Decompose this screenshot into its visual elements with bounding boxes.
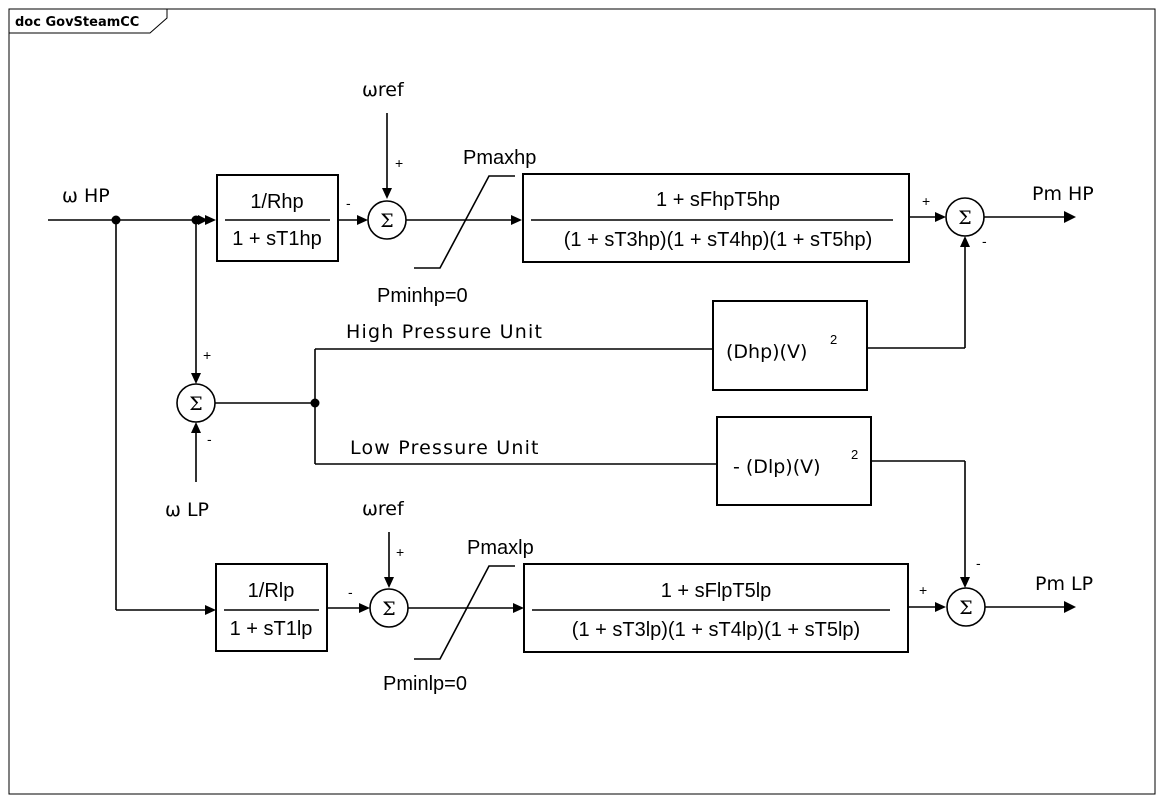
diagram-frame [8, 8, 1156, 795]
dlp-exponent: 2 [851, 447, 858, 462]
hp-summer-plus-sign: + [395, 155, 403, 171]
hp-turbine-denominator: (1 + sT3hp)(1 + sT4hp)(1 + sT5hp) [564, 229, 872, 251]
frame-title: doc GovSteamCC [15, 15, 139, 30]
pminlp-label: Pminlp=0 [383, 673, 467, 695]
pminhp-label: Pminhp=0 [377, 285, 468, 307]
lp-turbine-numerator: 1 + sFlpT5lp [661, 580, 772, 602]
dlp-text: - (Dlp)(V) [733, 456, 821, 478]
omega-ref-top-label: ωref [362, 79, 405, 101]
rlp-denominator: 1 + sT1lp [230, 618, 313, 640]
pm-hp-summer-minus-sign: - [982, 233, 987, 249]
rlp-numerator: 1/Rlp [248, 580, 295, 602]
lp-turbine-denominator: (1 + sT3lp)(1 + sT4lp)(1 + sT5lp) [572, 619, 860, 641]
lp-summer-sigma: Σ [382, 598, 395, 620]
lp-summer-plus-sign: + [396, 544, 404, 560]
pm-hp-summer-plus-sign: + [922, 193, 930, 209]
hp-limiter [414, 175, 515, 269]
middle-summer-plus-sign: + [203, 347, 211, 363]
pm-lp-summer-sigma: Σ [959, 597, 972, 619]
rhp-block [216, 174, 339, 262]
dhp-text: (Dhp)(V) [726, 341, 807, 363]
hp-turbine-block [522, 173, 910, 263]
dlp-block [716, 416, 872, 506]
omega-lp-label: ω LP [165, 499, 209, 521]
pm-lp-summer-plus-sign: + [919, 582, 927, 598]
rlp-block [215, 563, 328, 652]
low-pressure-unit-label: Low Pressure Unit [350, 437, 540, 459]
omega-hp-label: ω HP [62, 185, 110, 207]
pm-lp-label: Pm LP [1035, 573, 1093, 595]
frame-title-tab [8, 8, 168, 34]
rhp-denominator: 1 + sT1hp [232, 228, 322, 250]
pm-hp-summer-sigma: Σ [958, 207, 971, 229]
middle-summer-sigma: Σ [189, 393, 202, 415]
middle-summer-minus-sign: - [207, 431, 212, 447]
dhp-block [712, 300, 868, 391]
omega-ref-bottom-label: ωref [362, 498, 405, 520]
pm-lp-summer-minus-sign: - [976, 555, 981, 571]
rhp-numerator: 1/Rhp [250, 191, 303, 213]
hp-turbine-numerator: 1 + sFhpT5hp [656, 189, 780, 211]
pm-hp-label: Pm HP [1032, 183, 1094, 205]
lp-turbine-block [523, 563, 909, 653]
lp-summer-minus-sign: - [348, 584, 353, 600]
pmaxlp-label: Pmaxlp [467, 537, 534, 559]
hp-summer-sigma: Σ [380, 210, 393, 232]
lp-limiter [414, 565, 515, 660]
dhp-exponent: 2 [830, 332, 837, 347]
hp-summer-minus-sign: - [346, 195, 351, 211]
high-pressure-unit-label: High Pressure Unit [346, 321, 543, 343]
pmaxhp-label: Pmaxhp [463, 147, 536, 169]
